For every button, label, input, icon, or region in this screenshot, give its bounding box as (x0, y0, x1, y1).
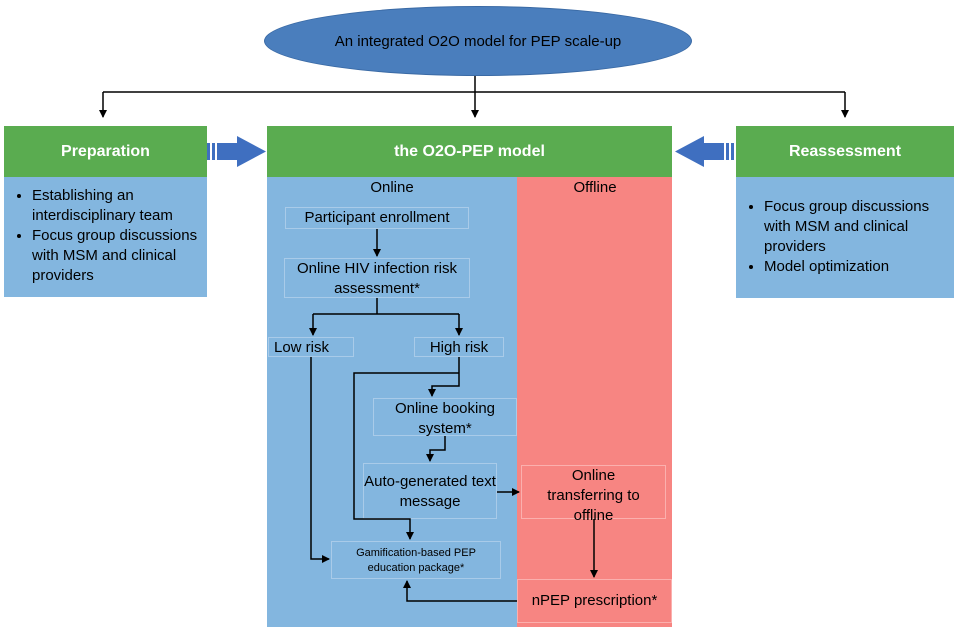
flow-connectors (309, 229, 598, 602)
online-column (267, 177, 517, 627)
model-title: the O2O-PEP model (394, 142, 545, 160)
preparation-to-model-arrow (207, 136, 266, 167)
node-booking: Online booking system* (373, 398, 517, 437)
node-prescription: nPEP prescription* (517, 579, 672, 623)
preparation-title: Preparation (61, 142, 150, 160)
offline-label: Offline (573, 179, 617, 196)
preparation-header: Preparation (4, 126, 207, 177)
reassessment-body: Focus group discussions with MSM and cli… (736, 177, 954, 298)
model-header: the O2O-PEP model (267, 126, 672, 177)
reassessment-item: Focus group discussions with MSM and cli… (764, 197, 954, 257)
node-education: Gamification-based PEP education package… (331, 541, 501, 579)
preparation-list: Establishing an interdisciplinary team F… (4, 186, 207, 286)
online-label: Online (370, 179, 414, 196)
header-title: An integrated O2O model for PEP scale-up (334, 32, 622, 50)
reassessment-to-model-arrow (675, 136, 734, 167)
node-text-message: Auto-generated text message (363, 463, 497, 519)
node-enrollment: Participant enrollment (285, 207, 469, 229)
reassessment-list: Focus group discussions with MSM and cli… (736, 197, 954, 277)
node-transfer: Online transferring to offline (521, 465, 666, 524)
reassessment-item: Model optimization (764, 257, 954, 277)
node-high-risk: High risk (414, 337, 504, 357)
node-risk-assessment: Online HIV infection risk assessment* (284, 258, 470, 298)
preparation-item: Focus group discussions with MSM and cli… (32, 226, 207, 286)
preparation-body: Establishing an interdisciplinary team F… (4, 177, 207, 297)
node-low-risk: Low risk (268, 337, 354, 357)
reassessment-title: Reassessment (788, 142, 902, 160)
top-ellipse-title: An integrated O2O model for PEP scale-up (264, 6, 692, 76)
top-connectors (99, 76, 849, 118)
reassessment-header: Reassessment (736, 126, 954, 177)
preparation-item: Establishing an interdisciplinary team (32, 186, 207, 226)
